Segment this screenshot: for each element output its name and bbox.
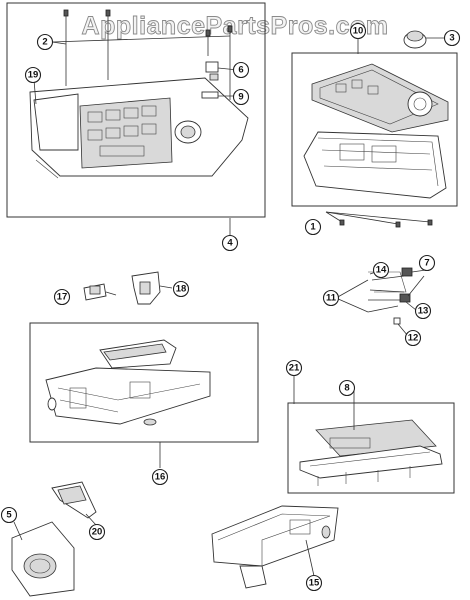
callout-14: 14 [372, 261, 390, 279]
callout-15: 15 [305, 574, 323, 592]
module-board-part [299, 419, 443, 486]
svg-text:13: 13 [418, 306, 429, 317]
control-panel-part [29, 77, 249, 179]
module-board-group-frame [287, 402, 455, 494]
dispenser-assembly-group-frame [29, 322, 259, 443]
callout-20: 20 [88, 523, 106, 541]
callout-8: 8 [338, 379, 356, 397]
board-screws-part [325, 211, 433, 228]
svg-text:14: 14 [376, 265, 387, 276]
callout-11: 11 [322, 289, 340, 307]
svg-text:8: 8 [344, 383, 349, 394]
selector-knob-part [403, 30, 444, 49]
drawer-front-part [11, 521, 75, 597]
knob-part [201, 60, 231, 100]
wire-harness-part [367, 267, 425, 325]
svg-text:12: 12 [408, 333, 419, 344]
user-interface-board-group-frame [291, 52, 458, 207]
drawer-handle-part [51, 481, 97, 519]
leader-lines [13, 35, 427, 577]
svg-text:6: 6 [238, 65, 243, 76]
actuator-part [131, 271, 161, 305]
callout-16: 16 [151, 468, 169, 486]
svg-text:11: 11 [326, 293, 337, 304]
callout-12: 12 [404, 329, 422, 347]
callout-2: 2 [36, 33, 54, 51]
svg-text:18: 18 [176, 284, 187, 295]
ui-board-part [311, 63, 449, 133]
callout-10: 10 [349, 22, 367, 40]
callout-9: 9 [232, 88, 250, 106]
callout-18: 18 [172, 280, 190, 298]
svg-text:20: 20 [92, 527, 103, 538]
callout-17: 17 [53, 288, 71, 306]
svg-text:19: 19 [28, 70, 39, 81]
callout-19: 19 [24, 66, 42, 84]
svg-text:9: 9 [238, 92, 243, 103]
svg-text:10: 10 [353, 26, 364, 37]
svg-text:4: 4 [227, 238, 233, 249]
svg-text:3: 3 [449, 33, 454, 44]
hose-clip-part [83, 283, 107, 301]
svg-text:15: 15 [309, 578, 320, 589]
callout-5: 5 [0, 506, 18, 524]
svg-text:2: 2 [42, 37, 47, 48]
svg-text:21: 21 [289, 363, 300, 374]
watermark: AppliancePartsPros.com [82, 12, 389, 40]
svg-text:16: 16 [155, 472, 166, 483]
callout-1: 1 [304, 218, 322, 236]
callout-3: 3 [443, 29, 461, 47]
dispenser-housing-part [45, 339, 211, 426]
control-panel-group-frame [6, 2, 266, 218]
callout-13: 13 [414, 302, 432, 320]
svg-text:7: 7 [424, 258, 429, 269]
svg-text:5: 5 [6, 510, 12, 521]
svg-text:17: 17 [57, 292, 68, 303]
callout-4: 4 [221, 234, 239, 252]
ui-housing-part [303, 131, 447, 199]
callout-7: 7 [418, 254, 436, 272]
dispenser-tub-part [211, 505, 339, 589]
svg-text:1: 1 [310, 222, 316, 233]
screw-part [63, 9, 233, 86]
callout-21: 21 [285, 359, 303, 377]
callout-6: 6 [232, 61, 250, 79]
